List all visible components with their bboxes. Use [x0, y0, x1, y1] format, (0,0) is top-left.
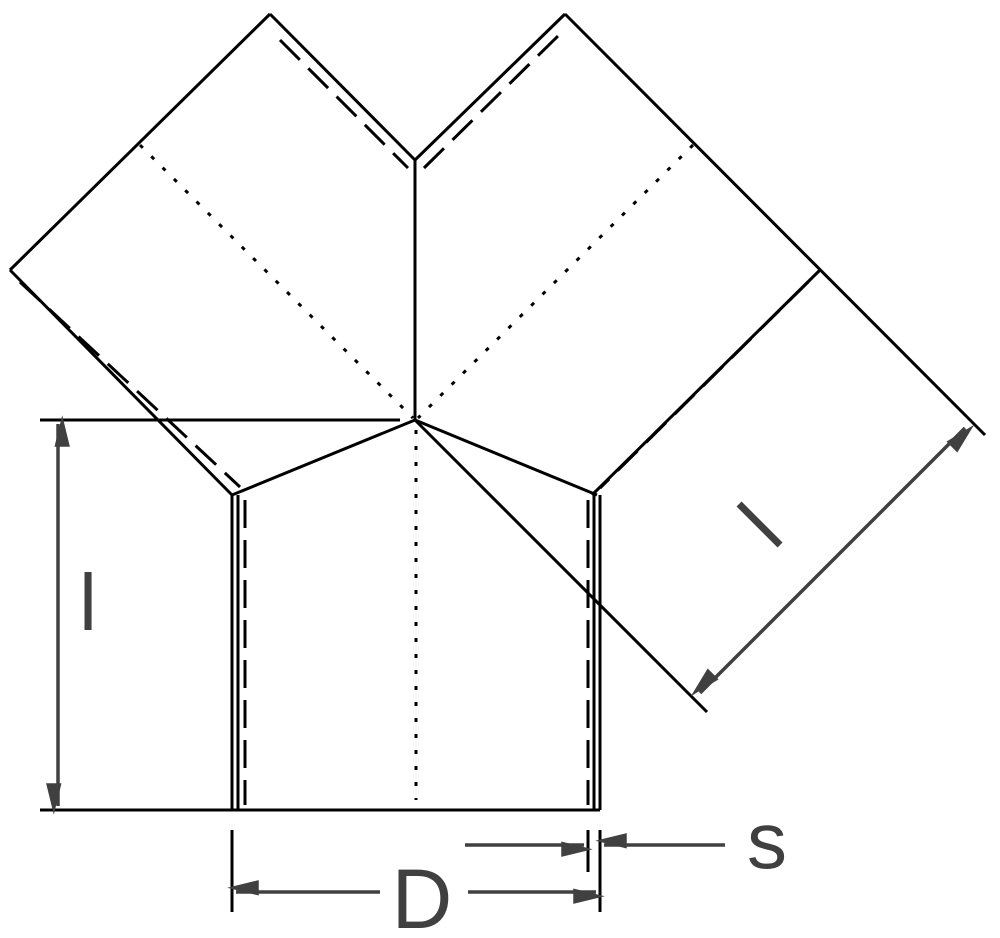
vertical-length-label: l [79, 558, 97, 647]
branch-length-label: l [723, 488, 799, 564]
wall-thickness-label: s [747, 796, 787, 885]
left-branch [8, 12, 417, 497]
diameter-dimension: D [227, 830, 605, 938]
vertical-length-dimension: l [46, 415, 97, 815]
branch-length-dimension: l [690, 424, 975, 697]
trunk [40, 430, 602, 812]
diameter-label: D [392, 852, 453, 938]
right-branch [413, 12, 987, 497]
wall-thickness-dimension: s [465, 796, 787, 885]
center-junction [40, 160, 709, 714]
